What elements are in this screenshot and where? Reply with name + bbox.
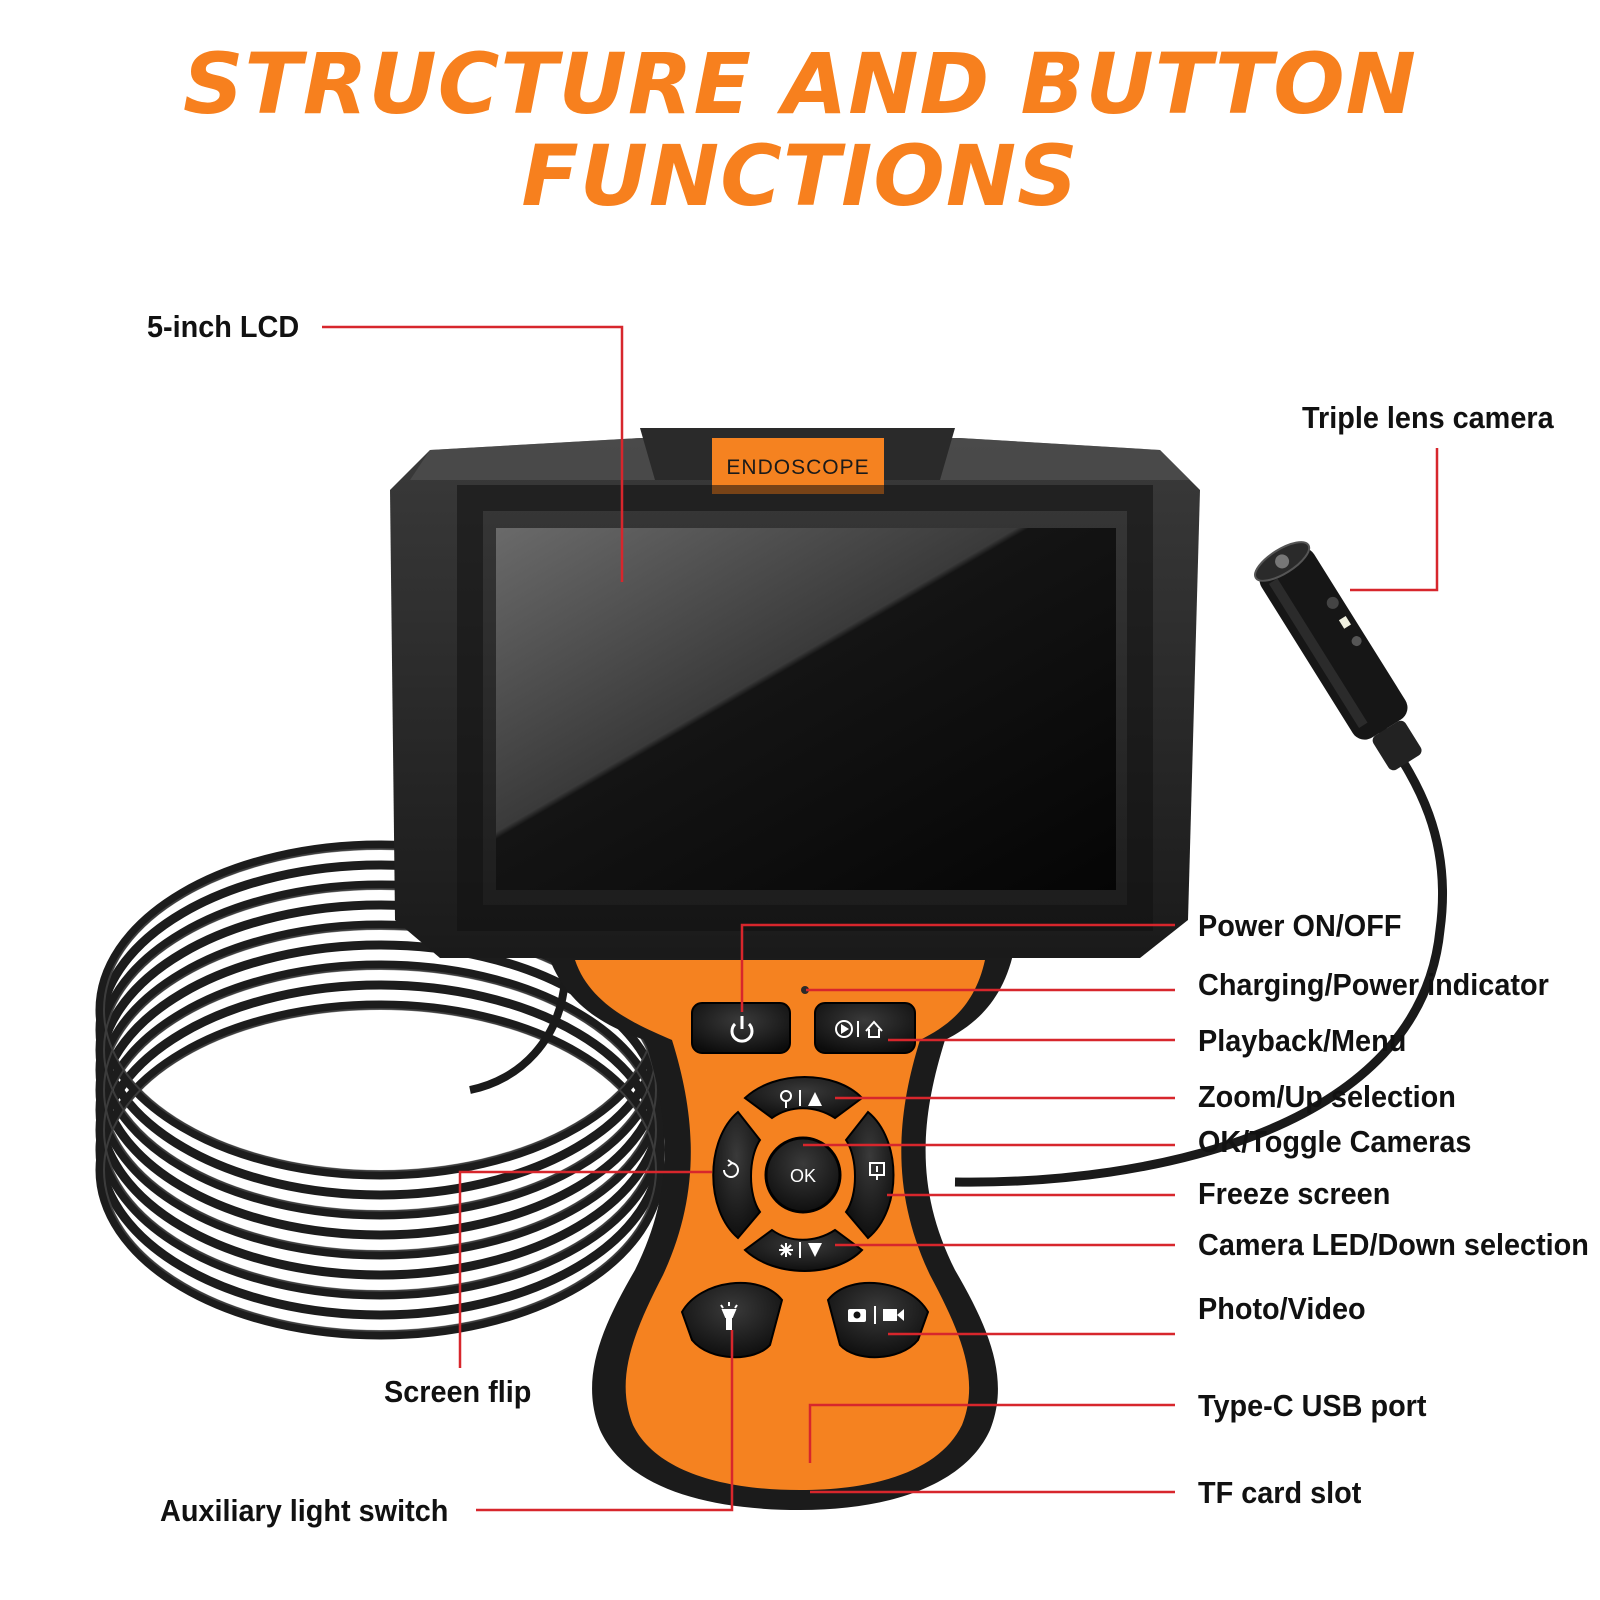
page-title: STRUCTURE AND BUTTON FUNCTIONS <box>0 38 1600 222</box>
ok-toggle-cameras-button[interactable]: OK <box>764 1136 842 1214</box>
leader-power <box>740 923 1175 1012</box>
zoom-icon <box>780 1090 792 1108</box>
leader-aux <box>476 1330 734 1512</box>
label-camera: Triple lens camera <box>1302 400 1554 435</box>
label-charging: Charging/Power indicator <box>1198 967 1549 1002</box>
leader-camera <box>1350 448 1439 592</box>
playback-menu-button[interactable] <box>814 1002 916 1054</box>
led-icon <box>779 1243 793 1257</box>
label-ok-toggle: OK/Toggle Cameras <box>1198 1124 1472 1159</box>
up-arrow-icon <box>808 1092 822 1106</box>
label-screen-flip: Screen flip <box>384 1374 532 1409</box>
flashlight-icon <box>720 1302 738 1330</box>
camera-probe <box>1254 541 1422 771</box>
label-tf: TF card slot <box>1198 1475 1362 1510</box>
label-power: Power ON/OFF <box>1198 908 1402 943</box>
ok-button-label: OK <box>790 1166 816 1186</box>
leader-usb <box>808 1403 1175 1463</box>
down-arrow-icon <box>808 1243 822 1257</box>
charging-indicator <box>801 986 809 994</box>
label-playback: Playback/Menu <box>1198 1023 1407 1058</box>
power-icon <box>730 1016 754 1043</box>
endoscope-badge <box>712 438 884 494</box>
freeze-icon <box>869 1162 885 1180</box>
video-icon <box>883 1309 904 1321</box>
label-led-down: Camera LED/Down selection <box>1198 1227 1589 1262</box>
leader-lcd <box>322 325 624 582</box>
power-button[interactable] <box>691 1002 791 1054</box>
leader-lines <box>322 325 1439 1512</box>
camera-led-down-button[interactable] <box>743 1228 864 1272</box>
auxiliary-light-button[interactable] <box>680 1281 784 1359</box>
label-zoom-up: Zoom/Up selection <box>1198 1079 1456 1114</box>
leader-screen-flip <box>458 1170 712 1368</box>
title-line-1: STRUCTURE AND BUTTON <box>183 35 1417 133</box>
home-icon <box>865 1020 883 1038</box>
photo-video-button[interactable] <box>826 1281 930 1359</box>
endoscope-badge-text: ENDOSCOPE <box>726 456 869 479</box>
screen-flip-button[interactable] <box>712 1110 762 1240</box>
label-photo-video: Photo/Video <box>1198 1291 1366 1326</box>
playback-icon <box>835 1020 853 1038</box>
camera-icon <box>848 1309 866 1322</box>
title-line-2: FUNCTIONS <box>521 127 1079 225</box>
probe-cable <box>954 715 1448 1187</box>
label-lcd: 5-inch LCD <box>147 309 300 344</box>
label-aux-light: Auxiliary light switch <box>160 1493 449 1528</box>
coiled-cable <box>95 840 665 1340</box>
label-freeze: Freeze screen <box>1198 1176 1391 1211</box>
lcd-screen <box>496 528 1116 890</box>
label-usb: Type-C USB port <box>1198 1388 1427 1423</box>
rotate-icon <box>723 1159 739 1178</box>
